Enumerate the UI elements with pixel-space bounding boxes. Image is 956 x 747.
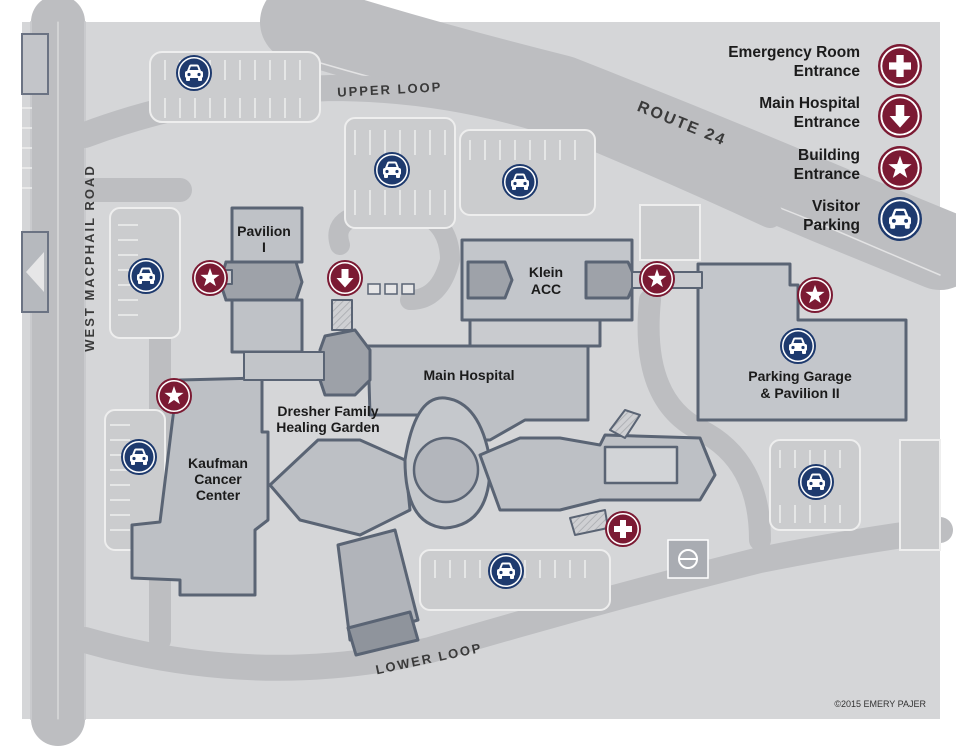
label-garden-line1: Dresher Family: [277, 403, 378, 419]
parking-lots: [22, 51, 941, 611]
entrance-marker-star-icon: [639, 261, 675, 297]
label-garden-line2: Healing Garden: [276, 419, 379, 435]
label-garage-line1: Parking Garage: [748, 368, 852, 384]
legend-building-line1: Building: [798, 147, 860, 164]
legend-er-line1: Emergency Room: [728, 44, 860, 61]
legend-main-line2: Entrance: [794, 114, 861, 131]
parking-marker-car-icon: [121, 439, 157, 475]
legend-arrow-down-icon: [878, 94, 922, 138]
helipad: [667, 539, 709, 579]
east-wing: [478, 433, 717, 512]
lower-building: [336, 528, 420, 642]
main-entrance-tower: [318, 328, 372, 397]
label-garage-line2: & Pavilion II: [760, 385, 839, 401]
emergency-cross-icon: [605, 511, 641, 547]
copyright-text: ©2015 EMERY PAJER: [834, 699, 926, 709]
legend-visitor-line2: Parking: [803, 217, 860, 234]
entrance-marker-star-icon: [797, 277, 833, 313]
klein-acc-building: [460, 238, 634, 322]
label-kaufman-line1: Kaufman: [188, 455, 248, 471]
label-upper-loop: UPPER LOOP: [337, 79, 443, 99]
entrance-marker-star-icon: [192, 260, 228, 296]
legend-visitor-line1: Visitor: [812, 198, 860, 215]
legend-cross-icon: [878, 44, 922, 88]
label-pavilion-1: Pavilion: [237, 223, 291, 239]
label-kaufman-line3: Center: [196, 487, 241, 503]
parking-marker-car-icon: [798, 464, 834, 500]
building-labels: Pavilion I Klein ACC Main Hospital Dresh…: [188, 223, 852, 503]
entrance-marker-star-icon: [156, 378, 192, 414]
legend-star-icon: [878, 146, 922, 190]
label-pavilion-1-number: I: [262, 239, 266, 255]
parking-marker-car-icon: [488, 553, 524, 589]
parking-marker-car-icon: [780, 328, 816, 364]
label-main-hospital: Main Hospital: [423, 367, 514, 383]
legend-building-line2: Entrance: [794, 166, 861, 183]
kaufman-cancer-center-building: [130, 376, 270, 597]
label-klein: Klein: [529, 264, 563, 280]
parking-marker-car-icon: [128, 258, 164, 294]
label-west-macphail-road: WEST MACPHAIL ROAD: [82, 164, 97, 351]
legend-main-line1: Main Hospital: [759, 95, 860, 112]
main-entrance-arrow-down-icon: [327, 260, 363, 296]
parking-marker-car-icon: [374, 152, 410, 188]
entrance-walkway: [367, 283, 415, 295]
label-kaufman-line2: Cancer: [194, 471, 242, 487]
label-acc: ACC: [531, 281, 561, 297]
corner-building: [21, 33, 49, 313]
legend-er-line2: Entrance: [794, 63, 861, 80]
parking-marker-car-icon: [502, 164, 538, 200]
legend-car-icon: [878, 197, 922, 241]
legend: Emergency Room Entrance Main Hospital En…: [728, 44, 922, 241]
parking-marker-car-icon: [176, 55, 212, 91]
